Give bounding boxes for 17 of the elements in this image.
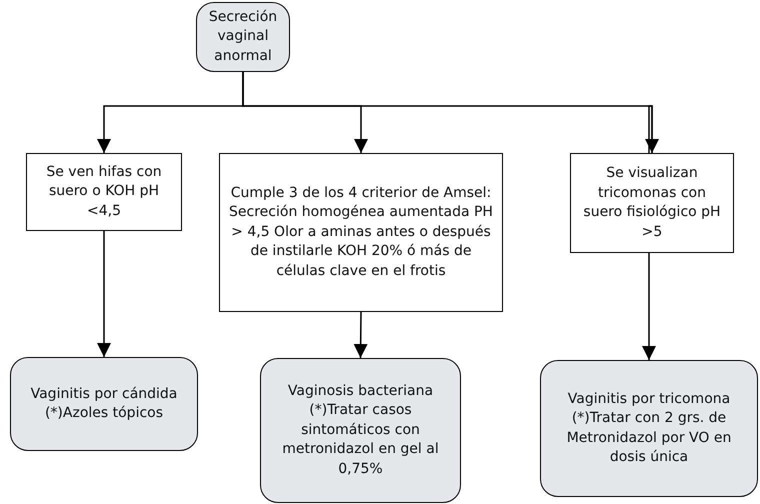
node-text: Vaginosis bacteriana (*)Tratar casos sintomáticos con metronidazol en gel al 0,75%: [281, 382, 440, 479]
rounded-box: [10, 357, 198, 451]
process-box: [219, 153, 503, 312]
node-text: Vaginitis por cándida (*)Azoles tópicos: [30, 384, 178, 423]
process-box: [26, 153, 182, 231]
rounded-box: [260, 358, 461, 503]
node-text: Se ven hifas con suero o KOH pH <4,5: [45, 162, 163, 221]
node-text: Cumple 3 de los 4 criterior de Amsel: Secreción homogénea aumentada PH > 4,5 Olor a aminas antes o después de instilarle KOH 20% ó más de células clave en el frotis: [228, 184, 494, 281]
arrow: [354, 312, 368, 358]
arrow: [97, 231, 111, 357]
node-text: Vaginitis por tricomona (*)Tratar con 2 grs. de Metronidazol por VO en dosis única: [566, 390, 732, 467]
arrow: [242, 72, 659, 153]
node-text: Secreción vaginal anormal: [208, 8, 278, 66]
node-text: Se visualizan tricomonas con suero fisiológico pH >5: [582, 164, 722, 242]
rounded-box: [540, 360, 758, 497]
process-box: [570, 153, 734, 253]
rounded-box: [196, 2, 290, 72]
